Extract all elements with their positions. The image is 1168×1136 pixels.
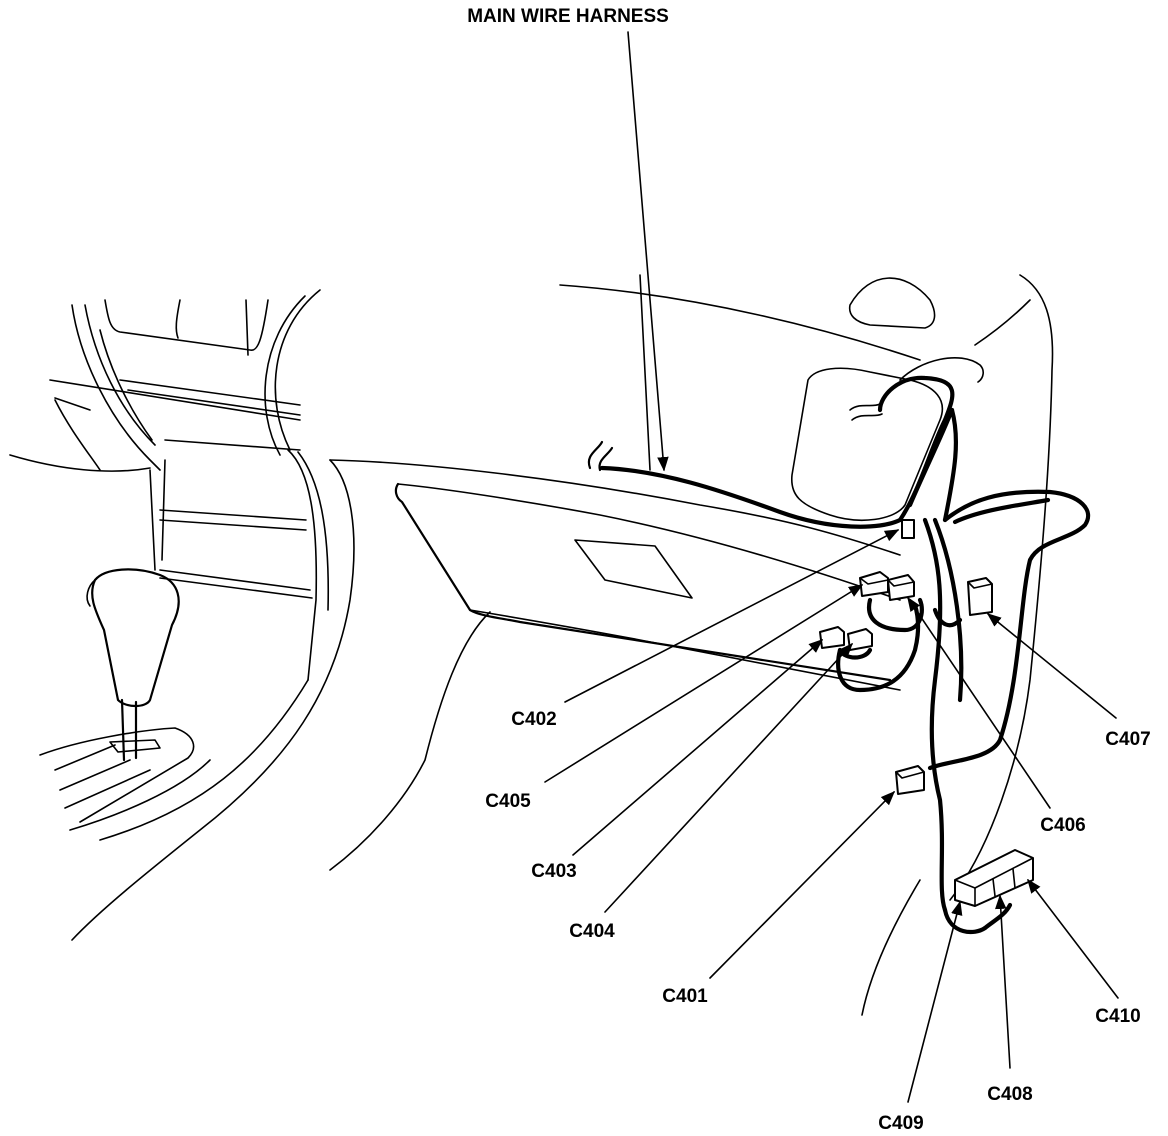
shift-lever [39,568,211,831]
label-c404: C404 [569,921,615,942]
leader-c401 [709,790,896,979]
connector-c406-body [887,574,915,601]
center-console [9,289,330,681]
connector-c404-body [847,628,873,651]
leader-c404 [604,642,853,913]
connector-c402-body [901,519,915,539]
label-c405: C405 [485,791,531,812]
label-c401: C401 [662,986,708,1007]
leader-c405 [544,584,864,783]
connector-c405-body [859,571,889,597]
label-c403: C403 [531,861,576,882]
leader-c410 [1027,878,1119,999]
connector-c403-body [819,626,845,649]
label-c402: C402 [511,709,556,730]
leader-c403 [572,639,824,856]
connector-c407-body [967,577,993,616]
leader-c408 [995,894,1011,1069]
connector-c401-body [895,765,925,795]
leader-c406 [907,596,1051,809]
leader-c409 [907,900,963,1103]
leader-main-wire-harness [627,31,669,472]
main-wire-harness-title: MAIN WIRE HARNESS [467,6,669,27]
label-c408: C408 [987,1084,1032,1105]
leader-c402 [564,529,900,703]
leader-c407 [986,613,1117,719]
dashboard-outline [71,274,1054,1016]
connector-block-c408-c409-c410 [954,849,1034,907]
label-c407: C407 [1105,729,1150,750]
label-c409: C409 [878,1113,923,1134]
harness-wiring [587,375,1091,935]
label-c410: C410 [1095,1006,1140,1027]
label-c406: C406 [1040,815,1085,836]
